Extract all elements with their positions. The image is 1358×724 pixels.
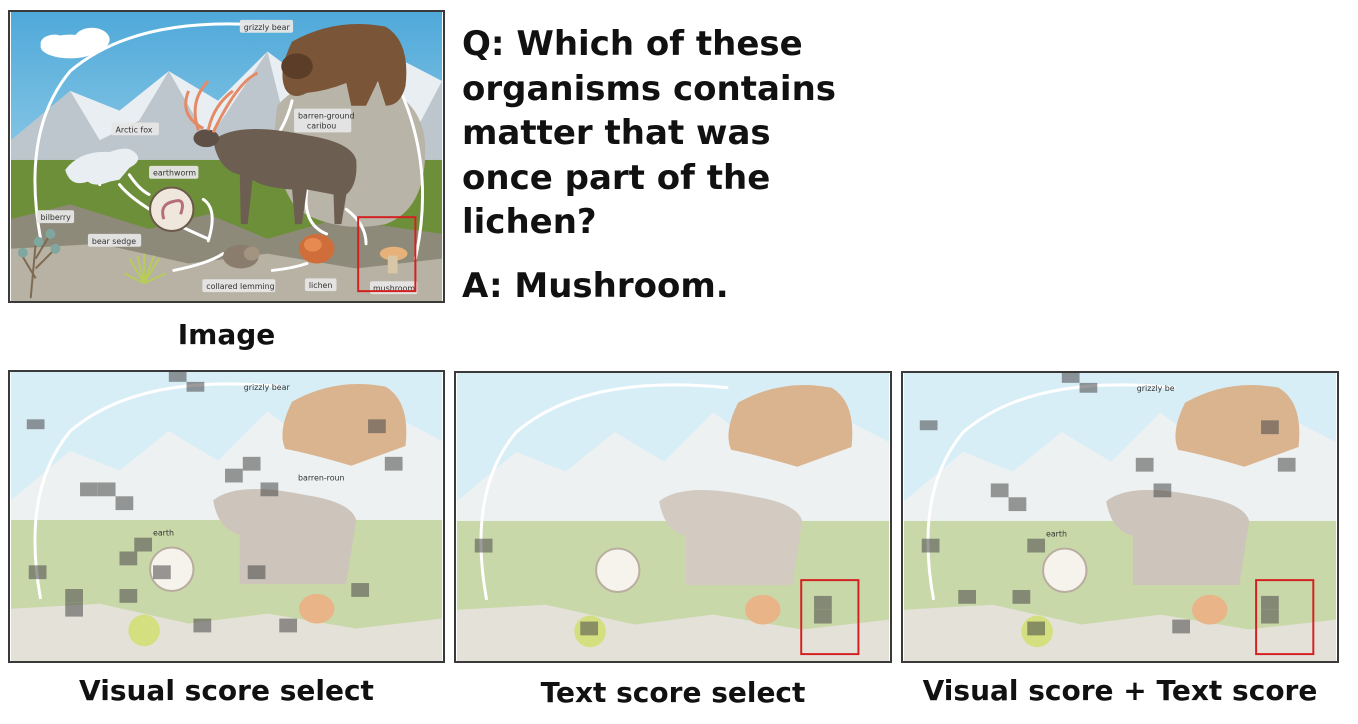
svg-text:lichen: lichen: [309, 281, 333, 290]
text-selected-patches: [474, 538, 832, 636]
combined-score-panel: grizzly be earth: [901, 371, 1339, 663]
bear-sedge: [123, 253, 167, 285]
cloud: [40, 27, 110, 59]
mushroom-highlight-box: [1255, 579, 1315, 656]
visual-selected-patches: [26, 372, 403, 633]
caribou: [184, 71, 357, 225]
svg-text:bear sedge: bear sedge: [92, 237, 136, 246]
mushroom: [379, 246, 408, 274]
text-score-caption: Text score select: [540, 676, 806, 709]
visual-score-panel: grizzly bear barren-roun earth: [8, 370, 445, 663]
svg-text:barren-ground: barren-ground: [298, 112, 355, 121]
svg-text:Arctic fox: Arctic fox: [116, 125, 153, 134]
svg-text:bilberry: bilberry: [41, 213, 72, 222]
svg-text:grizzly bear: grizzly bear: [244, 383, 291, 392]
svg-text:earth: earth: [153, 529, 174, 538]
image-caption: Image: [177, 318, 276, 351]
combined-selected-patches: [919, 373, 1296, 636]
svg-text:barren-roun: barren-roun: [298, 473, 345, 482]
svg-text:caribou: caribou: [307, 121, 336, 130]
lichen: [298, 233, 335, 264]
collared-lemming: [223, 244, 260, 269]
bilberry-plant: [17, 228, 61, 299]
svg-text:earthworm: earthworm: [153, 169, 196, 178]
svg-text:grizzly be: grizzly be: [1137, 384, 1175, 393]
text-score-panel: [454, 371, 892, 663]
combined-score-caption: Visual score + Text score: [922, 674, 1318, 707]
mushroom-highlight-box: [800, 579, 860, 656]
svg-text:collared lemming: collared lemming: [206, 282, 274, 291]
answer-text: A: Mushroom.: [462, 266, 729, 306]
svg-text:mushroom: mushroom: [373, 284, 415, 293]
svg-text:earth: earth: [1046, 530, 1067, 539]
mushroom-highlight-box: [357, 216, 417, 293]
question-text: Q: Which of these organisms contains mat…: [462, 24, 837, 242]
earthworm-bubble: [149, 186, 195, 232]
grizzly-bear: [281, 23, 407, 106]
arctic-fox: [65, 148, 139, 185]
visual-score-caption: Visual score select: [79, 674, 374, 707]
svg-text:grizzly bear: grizzly bear: [244, 23, 291, 32]
